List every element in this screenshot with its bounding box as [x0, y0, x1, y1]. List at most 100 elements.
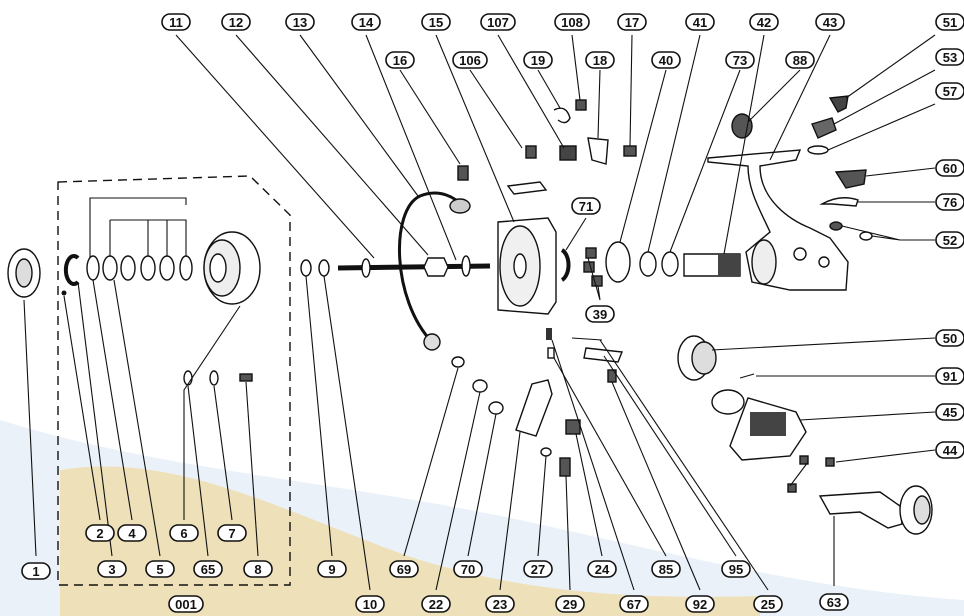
callout-pill	[935, 193, 964, 211]
spool-hub-drawing	[209, 253, 227, 283]
callout-1: 1	[21, 562, 51, 580]
screw-16-drawing	[457, 165, 469, 181]
callout-number: 107	[487, 15, 509, 30]
leader-29	[565, 475, 571, 591]
callout-pill	[243, 560, 273, 578]
leader-45	[799, 411, 936, 421]
leader-13	[299, 34, 419, 197]
callout-pill	[453, 560, 483, 578]
callout-69: 69	[389, 560, 419, 578]
leader-95	[603, 355, 737, 557]
callout-11: 11	[161, 13, 191, 31]
callout-number: 2	[96, 526, 103, 541]
knob-51-drawing	[828, 95, 849, 113]
callout-pill	[452, 51, 488, 69]
spool-group-outline	[57, 175, 291, 586]
callout-number: 57	[943, 84, 957, 99]
wire-92-drawing	[571, 337, 603, 341]
callout-pill	[935, 231, 964, 249]
spring-76-drawing	[819, 197, 859, 207]
callout-001: 001	[168, 595, 204, 613]
side-cover-45-face-drawing	[750, 412, 786, 436]
clip-71-drawing	[560, 248, 571, 282]
callout-number: 52	[943, 233, 957, 248]
leader-106	[469, 69, 523, 149]
callout-73: 73	[725, 51, 755, 69]
callout-12: 12	[221, 13, 251, 31]
leader-27	[537, 455, 547, 557]
callout-number: 8	[254, 562, 261, 577]
callout-number: 7	[228, 526, 235, 541]
screw-108-drawing	[575, 99, 587, 111]
callout-pill	[935, 367, 964, 385]
callout-number: 29	[563, 597, 577, 612]
callout-pill	[161, 13, 191, 31]
callout-number: 44	[943, 443, 958, 458]
callout-number: 42	[757, 15, 771, 30]
pin-drawing	[61, 290, 67, 296]
leader-6	[183, 305, 241, 520]
callout-number: 106	[459, 53, 481, 68]
callout-pill	[555, 595, 585, 613]
screw-39c-drawing	[591, 275, 603, 287]
leader-43	[769, 34, 831, 161]
callout-91: 91	[935, 367, 964, 385]
callout-51: 51	[935, 13, 964, 31]
spool-washer-bracket	[89, 197, 187, 258]
clip-drawing	[63, 254, 80, 286]
callout-92: 92	[685, 595, 715, 613]
callout-6: 6	[169, 524, 199, 542]
lever-53-drawing	[811, 117, 837, 139]
leader-1	[23, 299, 37, 557]
callout-number: 18	[593, 53, 607, 68]
callout-pill	[145, 560, 175, 578]
callout-57: 57	[935, 82, 964, 100]
leader-9	[305, 275, 333, 557]
callout-number: 73	[733, 53, 747, 68]
callout-pill	[619, 595, 649, 613]
screw-17-drawing	[623, 145, 637, 157]
callout-41: 41	[685, 13, 715, 31]
callout-pill	[217, 524, 247, 542]
callout-17: 17	[617, 13, 647, 31]
callout-number: 15	[429, 15, 443, 30]
leader-41	[647, 34, 701, 253]
callout-number: 5	[156, 562, 163, 577]
callout-pill	[168, 595, 204, 613]
leader-lines	[23, 34, 936, 591]
callout-19: 19	[523, 51, 553, 69]
callout-108: 108	[554, 13, 590, 31]
callout-67: 67	[619, 595, 649, 613]
callout-pill	[21, 562, 51, 580]
callout-pill	[285, 13, 315, 31]
callout-106: 106	[452, 51, 488, 69]
leader-71	[565, 217, 587, 251]
plate-95-drawing	[583, 347, 623, 363]
arm-23-drawing	[515, 379, 553, 437]
callout-number: 1	[32, 564, 39, 579]
callout-pill	[169, 524, 199, 542]
callout-pill	[85, 524, 115, 542]
leader-5	[113, 279, 161, 557]
callout-9: 9	[317, 560, 347, 578]
roller-drawing	[559, 145, 577, 161]
callout-4: 4	[117, 524, 147, 542]
callout-pill	[480, 13, 516, 31]
line-roller-arm-drawing	[587, 137, 609, 165]
leader-67	[551, 339, 635, 591]
leader-53	[833, 69, 936, 125]
callout-number: 13	[293, 15, 307, 30]
callout-16: 16	[385, 51, 415, 69]
leader-69	[403, 367, 459, 557]
callout-number: 71	[579, 199, 593, 214]
leader-73	[669, 69, 741, 253]
part-27-drawing	[540, 447, 552, 457]
callout-60: 60	[935, 159, 964, 177]
body-hole-a-drawing	[793, 247, 807, 261]
callout-pill	[935, 48, 964, 66]
callout-70: 70	[453, 560, 483, 578]
callout-pill	[351, 13, 381, 31]
callout-pill	[421, 595, 451, 613]
callout-pill	[587, 560, 617, 578]
leader-57	[827, 103, 936, 151]
